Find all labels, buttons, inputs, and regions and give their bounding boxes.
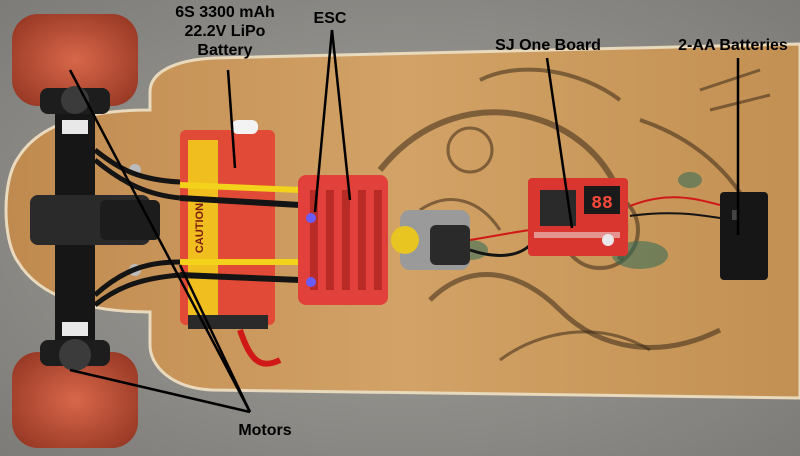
label-esc: ESC	[313, 10, 347, 27]
seven-segment-display: 88	[591, 194, 613, 214]
aa-battery-holder	[629, 192, 768, 280]
label-battery: 6S 3300 mAh 22.2V LiPo Battery	[150, 3, 300, 60]
esc-box	[298, 175, 388, 305]
label-motors: Motors	[238, 422, 292, 439]
annotation-arrows	[68, 29, 740, 414]
label-sj-one-board: SJ One Board	[495, 37, 601, 54]
truck	[30, 100, 160, 360]
wiring-bundle	[391, 210, 532, 270]
wheel-top	[12, 14, 138, 114]
wheel-bottom	[12, 339, 138, 448]
battery-print: CAUTION	[194, 203, 206, 253]
label-battery-line-3: Battery	[197, 42, 253, 59]
label-aa-batteries: 2-AA Batteries	[678, 37, 788, 54]
led-icon	[306, 277, 316, 287]
label-battery-line-1: 6S 3300 mAh	[175, 4, 275, 21]
microcontroller-board: 88	[528, 178, 628, 256]
led-icon	[306, 213, 316, 223]
label-battery-line-2: 22.2V LiPo	[184, 23, 266, 40]
